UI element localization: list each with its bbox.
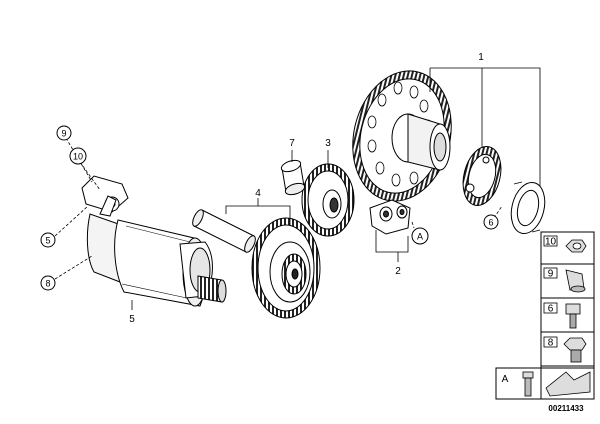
legend-num-6: 6: [548, 304, 554, 315]
label-part-3: 3: [325, 138, 331, 149]
callout-9-text: 9: [61, 129, 66, 139]
callout-6: 6: [483, 214, 499, 230]
callout-10: 10: [69, 147, 87, 165]
callout-8: 8: [40, 275, 56, 291]
callout-5: 5: [40, 232, 56, 248]
legend-num-10: 10: [545, 237, 557, 248]
shaft: [192, 209, 256, 253]
callout-6-text: 6: [488, 218, 493, 228]
bearing-bracket: [369, 199, 411, 235]
legend-num-8: 8: [548, 338, 554, 349]
legend-row-6: 6: [543, 302, 581, 329]
label-part-1: 1: [478, 52, 484, 63]
legend-row-9: 9: [543, 267, 586, 293]
cap-icon: [565, 269, 586, 293]
callout-8-text: 8: [45, 279, 50, 289]
label-part-2: 2: [395, 266, 401, 277]
small-gear: [301, 163, 355, 237]
freewheel-gear: [352, 70, 452, 202]
label-part-7: 7: [289, 138, 295, 149]
legend-num-9: 9: [548, 269, 554, 280]
callout-10-text: 10: [73, 152, 83, 162]
doc-number: 00211433: [548, 404, 584, 413]
callout-9: 9: [56, 125, 72, 141]
bushing: [280, 159, 306, 196]
hex-bolt-icon: [563, 337, 587, 363]
callout-5-text: 5: [45, 236, 50, 246]
callout-a: A: [411, 227, 429, 245]
direction-arrow-icon: [545, 371, 591, 397]
label-part-4: 4: [255, 188, 261, 199]
nut-icon: [565, 239, 587, 253]
socket-screw-icon: [565, 303, 581, 329]
intermediate-gear: [251, 217, 321, 319]
fastener-legend: 10 9 6 8: [495, 231, 595, 400]
shoulder-pin-icon: [522, 371, 534, 397]
label-part-5: 5: [129, 314, 135, 325]
legend-row-8: 8: [543, 336, 587, 363]
leader-lines: [54, 67, 541, 310]
legend-ref-a: A: [502, 374, 509, 385]
starter-motor: [81, 175, 227, 307]
callout-a-text: A: [417, 232, 423, 242]
freewheel-ring: [510, 181, 546, 235]
freewheel-cage: [462, 146, 502, 206]
legend-row-10: 10: [543, 235, 587, 253]
